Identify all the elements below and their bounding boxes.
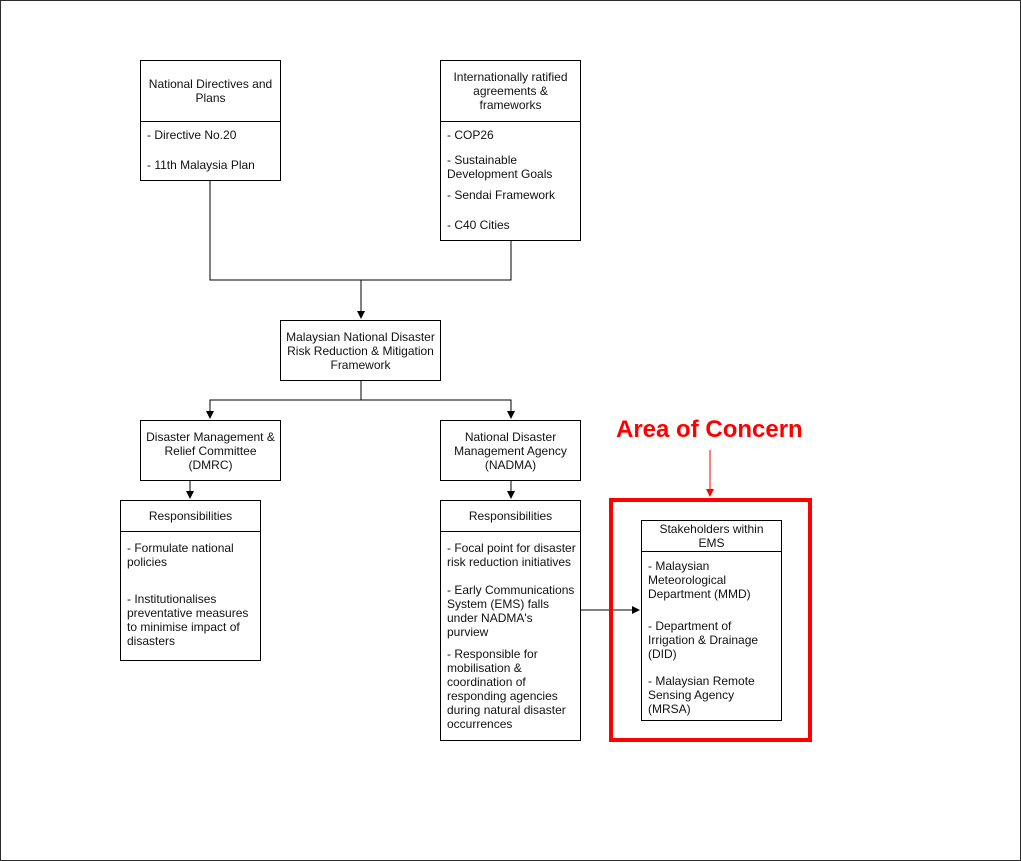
connector-directives-to-framework [209, 180, 361, 281]
dmrc-responsibility-item: - Institutionalises preventative measure… [127, 592, 249, 648]
international-agreements-title: Internationally ratified agreements & fr… [441, 61, 580, 122]
nadma-responsibility-item: - Early Communications System (EMS) fall… [447, 583, 575, 639]
dmrc-responsibility-item: - Formulate national policies [127, 541, 234, 569]
national-directives-box: National Directives and Plans - Directiv… [140, 60, 281, 181]
area-of-concern-highlight [609, 498, 812, 742]
directive-item: - Directive No.20 [147, 128, 237, 142]
nadma-responsibilities-title: Responsibilities [441, 501, 580, 532]
agreement-item: - C40 Cities [447, 218, 510, 232]
stakeholder-item: - Malaysian Meteorological Department (M… [648, 559, 751, 601]
framework-box: Malaysian National Disaster Risk Reducti… [280, 320, 441, 381]
international-agreements-box: Internationally ratified agreements & fr… [440, 60, 581, 241]
nadma-box: National Disaster Management Agency (NAD… [440, 420, 581, 481]
dmrc-box: Disaster Management & Relief Committee (… [140, 420, 281, 481]
stakeholder-item: - Malaysian Remote Sensing Agency (MRSA) [648, 674, 755, 716]
national-directives-title: National Directives and Plans [141, 61, 280, 122]
connector-international-to-framework [361, 240, 512, 281]
stakeholder-item: - Department of Irrigation & Drainage (D… [648, 619, 759, 661]
connector-framework-split [209, 380, 512, 418]
agreement-item: - COP26 [447, 128, 494, 142]
dmrc-responsibilities-box: Responsibilities - Formulate national po… [120, 500, 261, 661]
directive-item: - 11th Malaysia Plan [147, 158, 255, 172]
nadma-responsibilities-box: Responsibilities - Focal point for disas… [440, 500, 581, 741]
nadma-responsibility-item: - Responsible for mobilisation & coordin… [447, 647, 566, 731]
agreement-item: - Sustainable Development Goals [447, 153, 553, 181]
dmrc-responsibilities-title: Responsibilities [121, 501, 260, 532]
nadma-responsibility-item: - Focal point for disaster risk reductio… [447, 541, 576, 569]
agreement-item: - Sendai Framework [447, 188, 556, 202]
area-of-concern-label: Area of Concern [616, 416, 803, 443]
stakeholders-box: Stakeholders within EMS - Malaysian Mete… [641, 520, 782, 721]
stakeholders-title: Stakeholders within EMS [642, 521, 781, 552]
